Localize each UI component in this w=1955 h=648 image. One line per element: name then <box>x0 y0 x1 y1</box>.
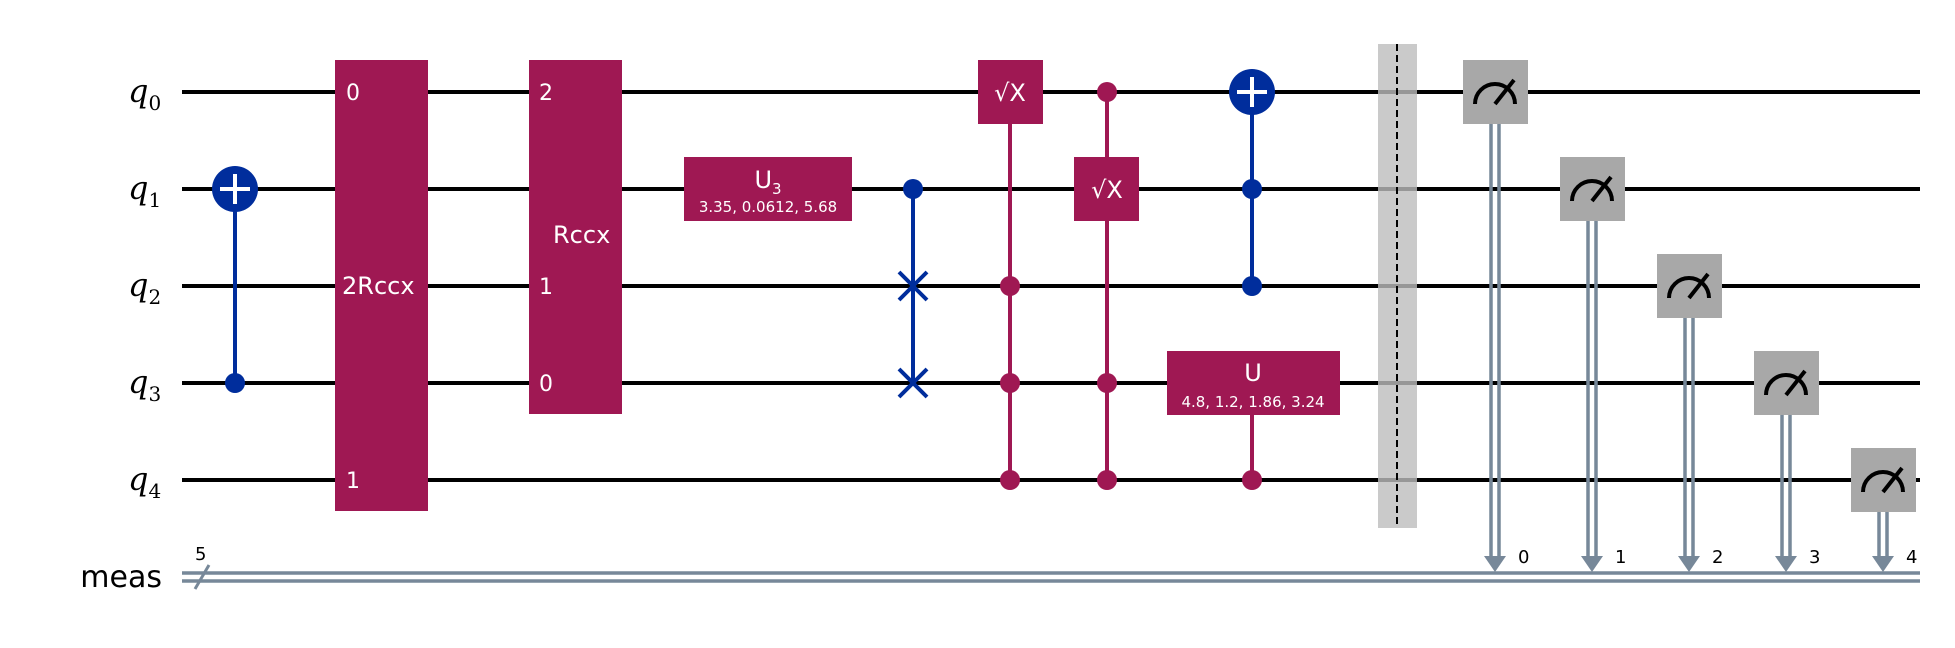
cu-gate: U 4.8, 1.2, 1.86, 3.24 <box>1167 351 1340 490</box>
swap-cross-icon <box>897 367 929 399</box>
control-dot-icon <box>1000 276 1020 296</box>
classical-wire: 5 <box>182 544 1920 590</box>
control-dot-icon <box>1242 179 1262 199</box>
gate-rccx-box <box>529 60 622 414</box>
gate-u3: U3 3.35, 0.0612, 5.68 <box>684 157 852 221</box>
gate-2rccx-label: 2Rccx <box>342 272 415 300</box>
measure-arrow-icon <box>1872 556 1894 572</box>
gate-rccx-port-q2: 1 <box>539 275 553 300</box>
measurement-q4: 4 <box>1851 448 1917 572</box>
quantum-wires <box>182 90 1920 482</box>
meter-icon <box>1473 78 1517 106</box>
measure-bit-label: 3 <box>1809 547 1820 568</box>
classical-slash-icon <box>193 564 211 590</box>
control-dot-icon <box>1097 82 1117 102</box>
gate-u3-label: U3 <box>754 166 781 198</box>
cnot-gate-1 <box>212 166 258 393</box>
measure-bit-label: 4 <box>1906 547 1917 568</box>
meter-box <box>1463 60 1528 124</box>
gate-sx-label: √X <box>994 79 1026 107</box>
measurement-q2: 2 <box>1657 254 1723 572</box>
classical-register-label: meas <box>80 560 162 595</box>
gate-2rccx-box <box>335 60 428 511</box>
meter-box <box>1851 448 1916 512</box>
measure-bit-label: 0 <box>1518 547 1529 568</box>
measure-arrow-icon <box>1678 556 1700 572</box>
gate-sx-box <box>978 60 1043 124</box>
control-dot-icon <box>225 373 245 393</box>
measure-bit-label: 2 <box>1712 547 1723 568</box>
qubit-label-q0: q0 <box>128 72 161 115</box>
gate-sx-label: √X <box>1091 176 1123 204</box>
mc-sx-gate-1: √X <box>978 60 1043 490</box>
qubit-label-q3: q3 <box>128 363 161 406</box>
control-dot-icon <box>1097 373 1117 393</box>
meter-icon <box>1764 369 1808 397</box>
qubit-label-q4: q4 <box>128 460 161 503</box>
measure-bit-label: 1 <box>1615 547 1626 568</box>
control-dot-icon <box>1000 470 1020 490</box>
control-dot-icon <box>903 179 923 199</box>
gate-rccx-port-q0: 2 <box>539 81 553 106</box>
meter-box <box>1657 254 1722 318</box>
control-dot-icon <box>1097 470 1117 490</box>
gate-u3-box <box>684 157 852 221</box>
gate-2rccx: 0 2Rccx 1 <box>335 60 428 511</box>
measurement-q1: 1 <box>1560 157 1626 572</box>
gate-rccx-port-q3: 0 <box>539 372 553 397</box>
gate-rccx: 2 Rccx 1 0 <box>529 60 622 414</box>
gate-u-params: 4.8, 1.2, 1.86, 3.24 <box>1181 393 1324 411</box>
meter-icon <box>1861 466 1905 494</box>
meter-icon <box>1570 175 1614 203</box>
classical-size-label: 5 <box>195 544 206 565</box>
meter-icon <box>1667 272 1711 300</box>
control-dot-icon <box>1242 470 1262 490</box>
measurement-q3: 3 <box>1754 351 1820 572</box>
gate-rccx-label: Rccx <box>553 221 610 249</box>
gate-u-box <box>1167 351 1340 415</box>
measure-arrow-icon <box>1581 556 1603 572</box>
wire-labels: q0 q1 q2 q3 q4 meas <box>80 72 162 595</box>
gate-sx-box <box>1074 157 1139 221</box>
barrier-icon <box>1378 44 1417 528</box>
measurement-q0: 0 <box>1463 60 1529 572</box>
qubit-label-q2: q2 <box>128 266 161 309</box>
gate-2rccx-port-q4: 1 <box>346 469 360 494</box>
gate-u-label: U <box>1244 359 1262 387</box>
qubit-label-q1: q1 <box>128 169 161 212</box>
control-dot-icon <box>1242 276 1262 296</box>
measure-arrow-icon <box>1775 556 1797 572</box>
gate-u3-params: 3.35, 0.0612, 5.68 <box>699 198 837 216</box>
toffoli-gate <box>1229 69 1275 296</box>
mc-sx-gate-2: √X <box>1074 82 1139 490</box>
meter-box <box>1754 351 1819 415</box>
gate-2rccx-port-q0: 0 <box>346 81 360 106</box>
control-dot-icon <box>1000 373 1020 393</box>
cswap-gate <box>897 179 929 399</box>
measure-arrow-icon <box>1484 556 1506 572</box>
swap-cross-icon <box>897 270 929 302</box>
meter-box <box>1560 157 1625 221</box>
